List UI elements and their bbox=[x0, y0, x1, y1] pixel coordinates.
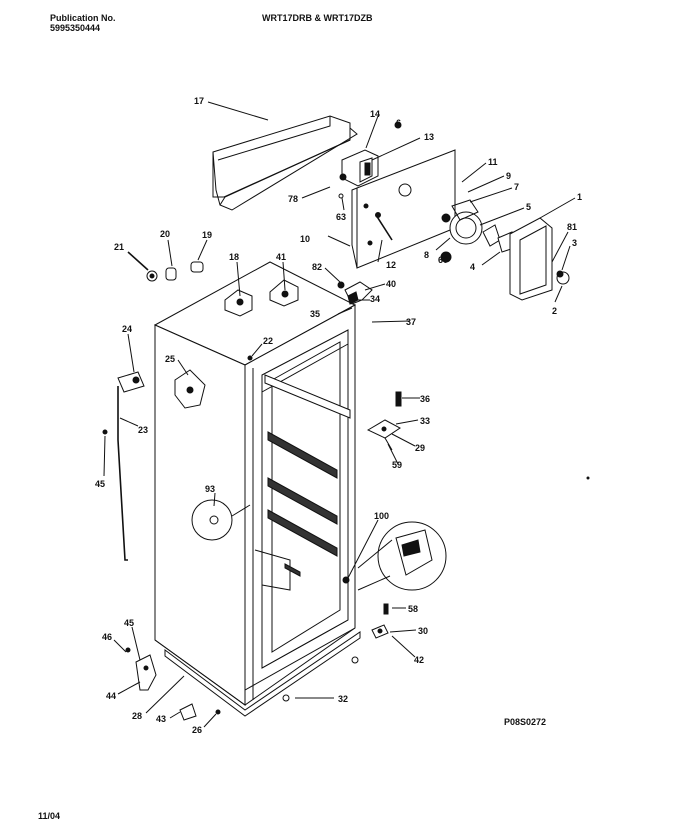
callout-43: 43 bbox=[156, 714, 166, 724]
mounting-bracket bbox=[338, 121, 402, 199]
callout-46: 46 bbox=[102, 632, 112, 642]
refrigerator-cabinet bbox=[153, 261, 361, 717]
loose-parts-left bbox=[102, 261, 204, 561]
model-title: WRT17DRB & WRT17DZB bbox=[262, 13, 373, 23]
callout-40: 40 bbox=[386, 279, 396, 289]
callout-45-top: 45 bbox=[95, 479, 105, 489]
publication-number: 5995350444 bbox=[50, 23, 101, 33]
callout-26: 26 bbox=[192, 725, 202, 735]
callout-10: 10 bbox=[300, 234, 310, 244]
callout-18: 18 bbox=[229, 252, 239, 262]
callout-23: 23 bbox=[138, 425, 148, 435]
bottom-hinge-parts bbox=[125, 647, 290, 721]
callout-35: 35 bbox=[310, 309, 320, 319]
leader-lines bbox=[103, 101, 576, 728]
footer-date: 11/04 bbox=[38, 811, 60, 821]
callout-30: 30 bbox=[418, 626, 428, 636]
callout-45-bottom: 45 bbox=[124, 618, 134, 628]
callout-4: 4 bbox=[470, 262, 475, 272]
callout-5: 5 bbox=[526, 202, 531, 212]
callout-63: 63 bbox=[336, 212, 346, 222]
callout-12: 12 bbox=[386, 260, 396, 270]
callout-58: 58 bbox=[408, 604, 418, 614]
callout-9: 9 bbox=[506, 171, 511, 181]
callout-34: 34 bbox=[370, 294, 380, 304]
callout-17: 17 bbox=[194, 96, 204, 106]
callout-100: 100 bbox=[374, 511, 389, 521]
callout-41: 41 bbox=[276, 252, 286, 262]
callout-13: 13 bbox=[424, 132, 434, 142]
callout-42: 42 bbox=[414, 655, 424, 665]
callout-7: 7 bbox=[514, 182, 519, 192]
callout-82: 82 bbox=[312, 262, 322, 272]
callout-21: 21 bbox=[114, 242, 124, 252]
callout-29: 29 bbox=[415, 443, 425, 453]
top-hinge bbox=[337, 281, 373, 305]
diagram-code: P08S0272 bbox=[504, 717, 546, 727]
callout-59: 59 bbox=[392, 460, 402, 470]
callout-37: 37 bbox=[406, 317, 416, 327]
callout-25: 25 bbox=[165, 354, 175, 364]
callout-44: 44 bbox=[106, 691, 116, 701]
top-deflector-panel bbox=[212, 115, 358, 211]
callout-28: 28 bbox=[132, 711, 142, 721]
callout-60: 60 bbox=[438, 255, 448, 265]
callout-labels: 17 14 6 13 78 63 11 9 7 1 5 81 3 10 8 60… bbox=[95, 96, 582, 735]
control-panel-housing bbox=[509, 217, 570, 301]
callout-81: 81 bbox=[567, 222, 577, 232]
callout-22: 22 bbox=[263, 336, 273, 346]
callout-33: 33 bbox=[420, 416, 430, 426]
loose-parts-right bbox=[342, 391, 447, 664]
callout-32: 32 bbox=[338, 694, 348, 704]
callout-2: 2 bbox=[552, 306, 557, 316]
callout-93: 93 bbox=[205, 484, 215, 494]
callout-78: 78 bbox=[288, 194, 298, 204]
callout-1: 1 bbox=[577, 192, 582, 202]
callout-8: 8 bbox=[424, 250, 429, 260]
publication-label: Publication No. bbox=[50, 13, 116, 23]
callout-20: 20 bbox=[160, 229, 170, 239]
fan-motor-assembly bbox=[440, 199, 515, 263]
callout-14: 14 bbox=[370, 109, 380, 119]
control-housing bbox=[351, 149, 456, 269]
callout-19: 19 bbox=[202, 230, 212, 240]
callout-11: 11 bbox=[488, 157, 498, 167]
callout-6: 6 bbox=[396, 118, 401, 128]
callout-3: 3 bbox=[572, 238, 577, 248]
callout-36: 36 bbox=[420, 394, 430, 404]
callout-24: 24 bbox=[122, 324, 132, 334]
